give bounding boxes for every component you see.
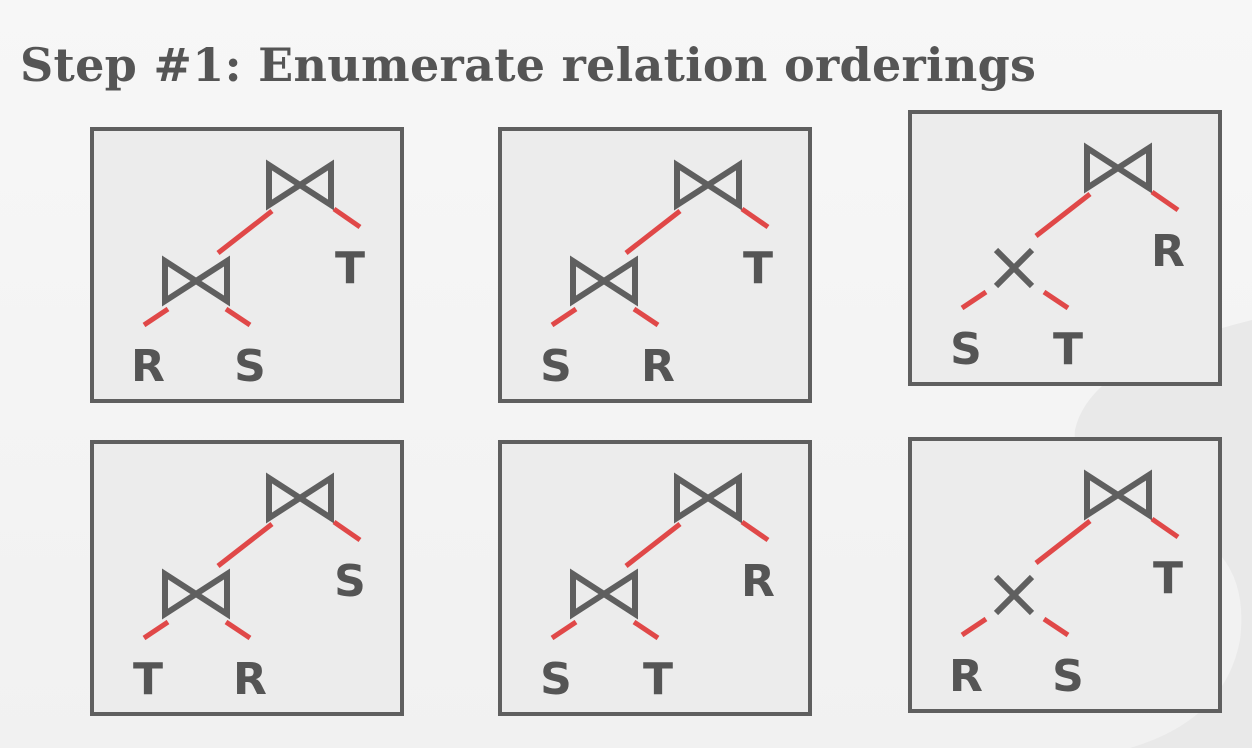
join-icon [1084,142,1152,194]
join-icon [570,255,638,307]
arrow-inner-to-top [1034,189,1096,238]
plan-box: T S R [498,127,812,403]
arrow-left-leaf [958,287,993,317]
arrow-right-leaf [627,617,662,647]
relation-label-right: T [1053,324,1083,375]
relation-label-left: R [949,651,983,702]
arrow-left-leaf [140,304,175,334]
arrow-right-to-top [735,517,770,548]
relation-label-right: S [1052,651,1084,702]
plan-tree: S T R [133,472,366,705]
relation-label-left: S [950,324,982,375]
arrow-right-leaf [219,304,254,334]
relation-label-top: R [1151,226,1185,277]
relation-label-top: S [334,556,366,607]
relation-label-right: R [233,654,267,705]
plan-box: S T R [90,440,404,716]
arrow-left-leaf [548,617,583,647]
relation-label-right: S [234,341,266,392]
arrow-right-leaf [627,304,662,334]
arrow-inner-to-top [624,519,686,568]
arrow-right-to-top [735,204,770,235]
plan-box: R S T [908,110,1222,386]
join-icon [266,472,334,524]
join-icon [162,255,230,307]
relation-label-left: R [131,341,165,392]
join-icon [674,159,742,211]
arrow-left-leaf [548,304,583,334]
join-icon [1084,469,1152,521]
relation-label-top: T [335,243,365,294]
join-icon [266,159,334,211]
join-icon [162,568,230,620]
plan-box: T R S [908,437,1222,713]
plan-tree: R S T [950,142,1185,375]
arrow-inner-to-top [216,519,278,568]
cross-product-icon [993,247,1035,289]
arrow-right-to-top [327,517,362,548]
arrow-inner-to-top [624,206,686,255]
arrow-right-leaf [219,617,254,647]
arrow-left-leaf [958,614,993,644]
relation-label-right: R [641,341,675,392]
relation-label-left: S [540,341,572,392]
relation-label-left: T [133,654,163,705]
plan-tree: T R S [131,159,365,392]
relation-label-top: R [741,556,775,607]
plan-tree: T S R [540,159,773,392]
relation-label-top: T [1153,553,1183,604]
arrow-inner-to-top [216,206,278,255]
arrow-right-leaf [1037,287,1072,317]
plan-tree: T R S [949,469,1183,702]
relation-label-left: S [540,654,572,705]
cross-product-icon [993,574,1035,616]
slide-title: Step #1: Enumerate relation orderings [20,38,1037,92]
arrow-right-to-top [1145,514,1180,545]
arrow-right-leaf [1037,614,1072,644]
relation-label-top: T [743,243,773,294]
join-icon [570,568,638,620]
arrow-right-to-top [1145,187,1180,218]
arrow-inner-to-top [1034,516,1096,565]
arrow-left-leaf [140,617,175,647]
arrow-right-to-top [327,204,362,235]
plan-box: R S T [498,440,812,716]
join-icon [674,472,742,524]
plan-tree: R S T [540,472,775,705]
relation-label-right: T [643,654,673,705]
plan-box: T R S [90,127,404,403]
